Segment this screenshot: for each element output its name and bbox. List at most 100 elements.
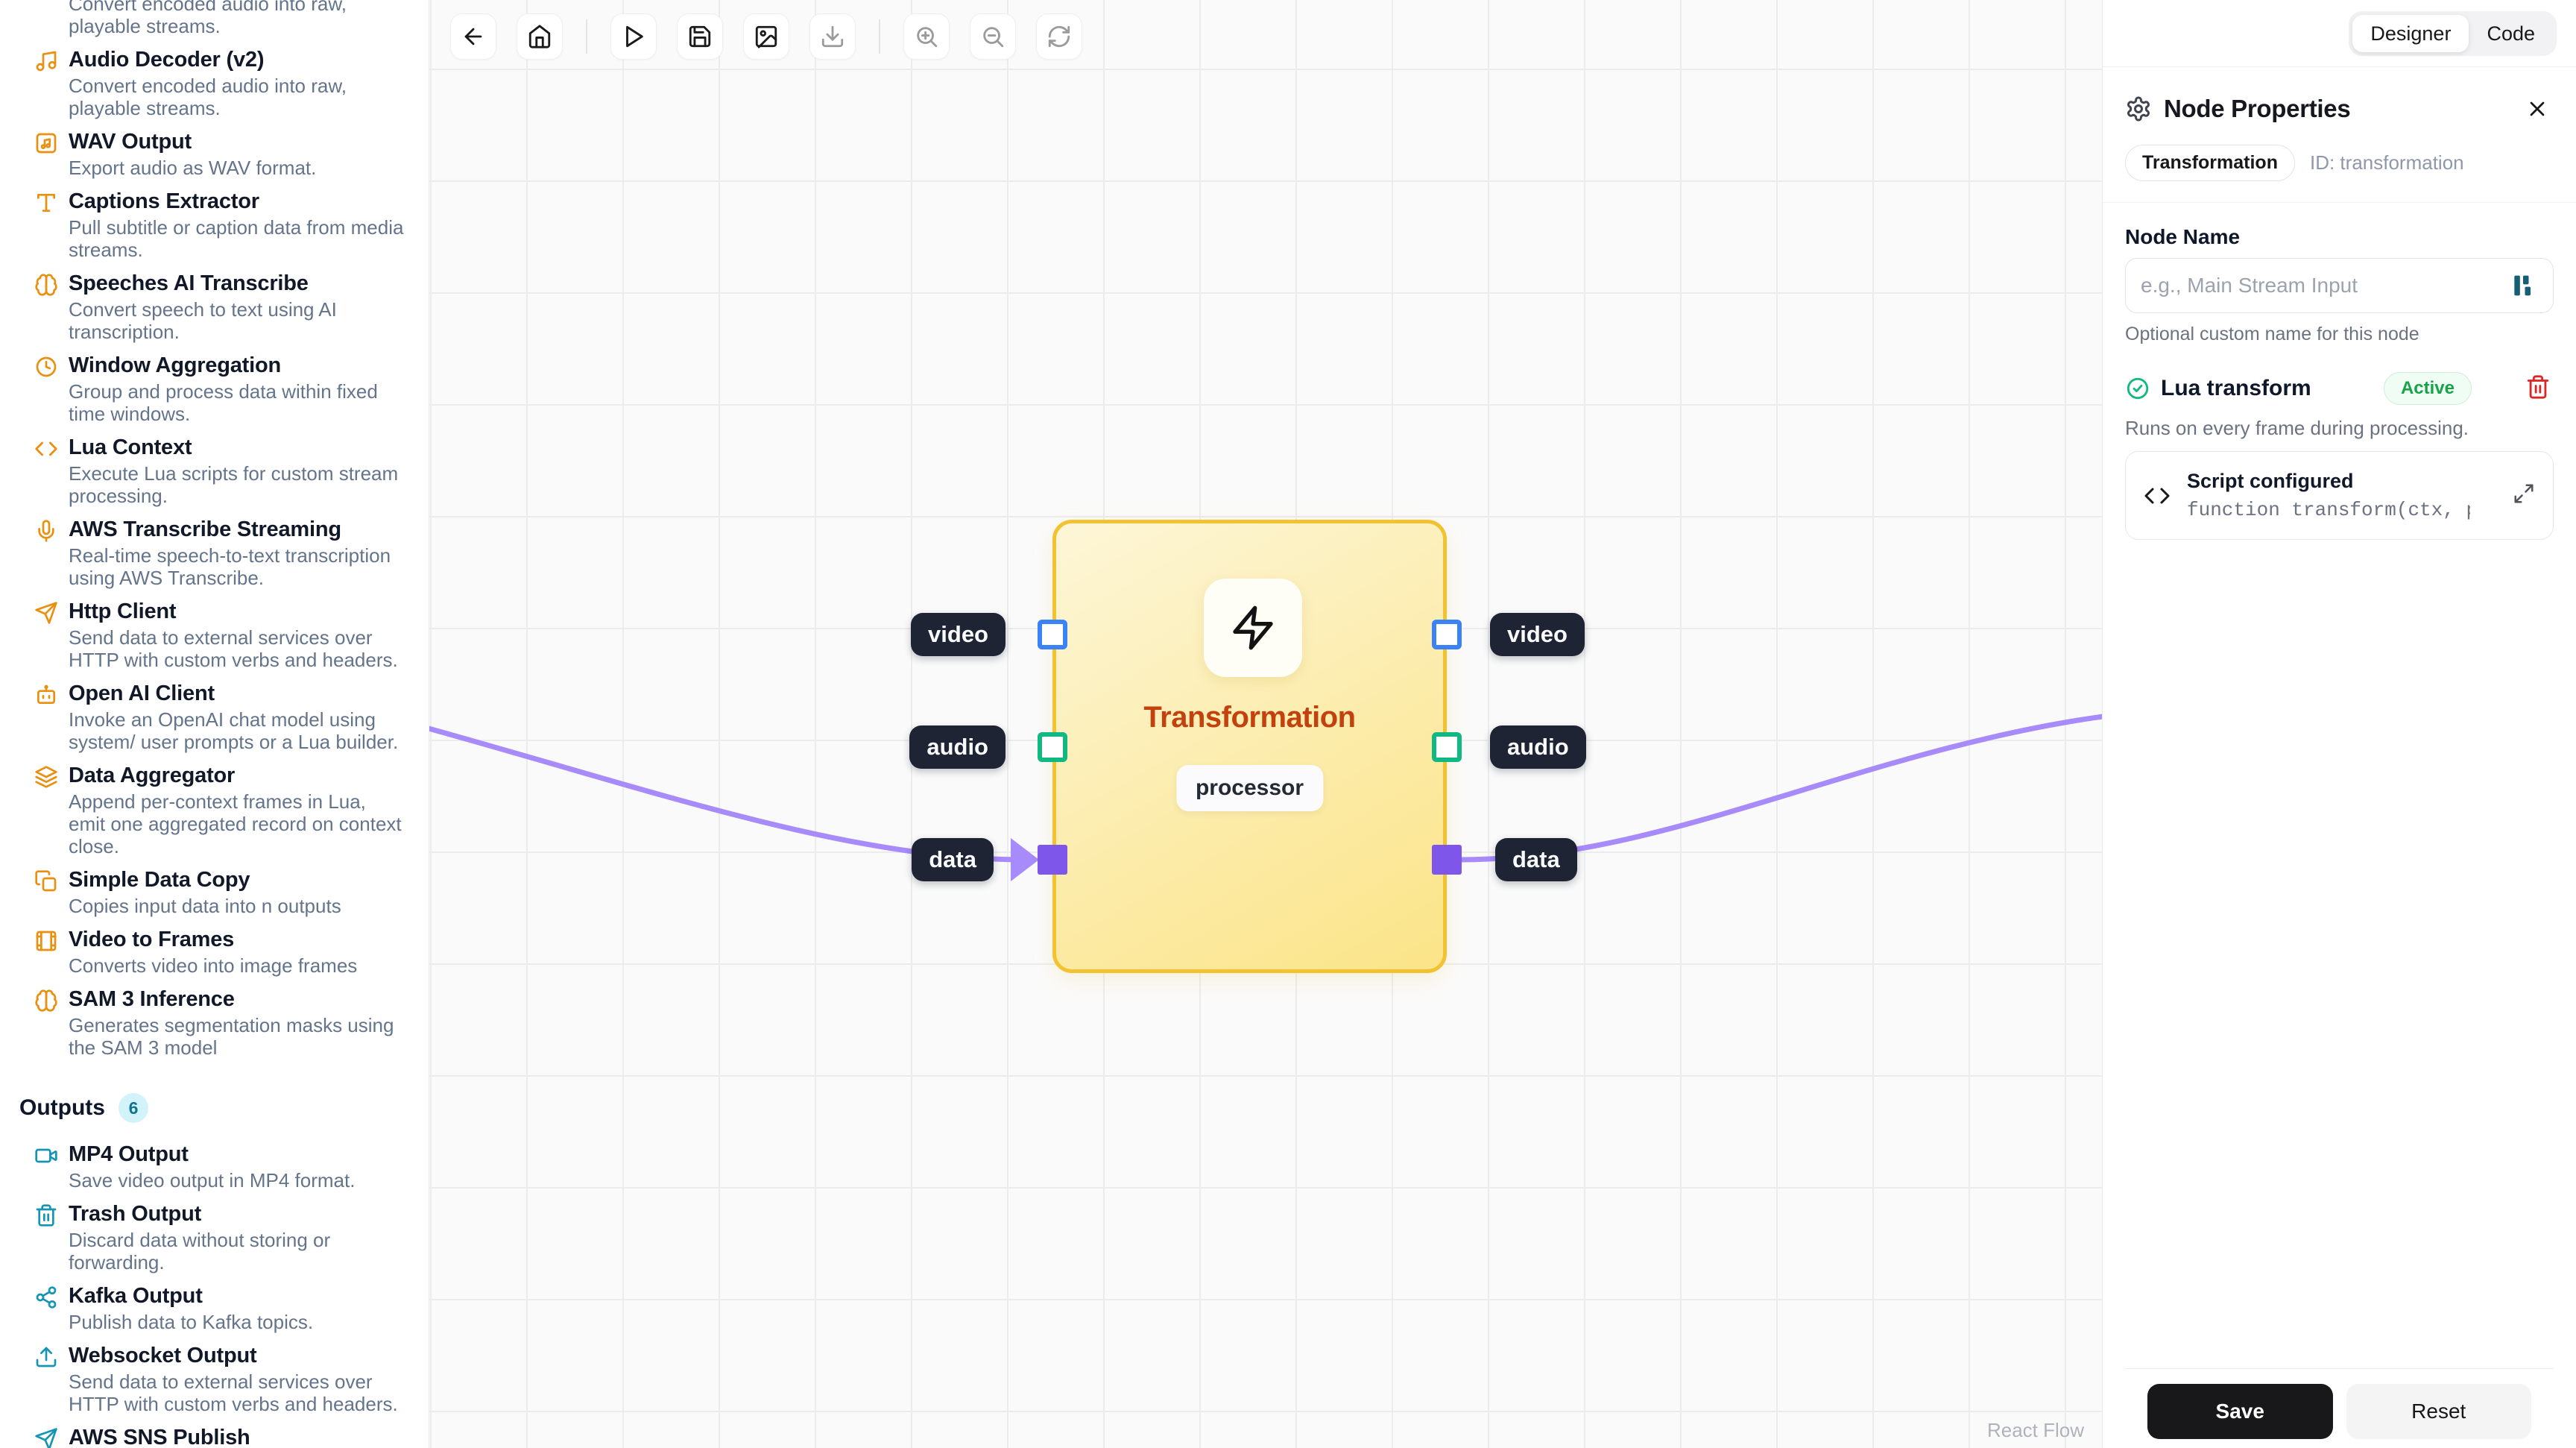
video-icon (34, 1144, 60, 1169)
maximize-icon (2513, 482, 2535, 505)
node-properties-panel: Designer Code Node Properties Transforma… (2102, 0, 2576, 1448)
zoom-out-icon (980, 24, 1006, 49)
port-label-data-out: data (1495, 838, 1577, 881)
script-configured-card[interactable]: Script configured function transform(ctx… (2125, 451, 2554, 540)
transform-description: Runs on every frame during processing. (2125, 417, 2469, 439)
port-audio-out[interactable] (1432, 732, 1462, 762)
panel-body: Node Properties Transformation ID: trans… (2103, 67, 2576, 1448)
flow-canvas[interactable]: Transformation processor video audio dat… (429, 0, 2102, 1448)
node-name-label: Node Name (2125, 225, 2241, 248)
node-library-sidebar: Convert encoded audio into raw, playable… (0, 0, 429, 1448)
port-data-in[interactable] (1038, 845, 1067, 875)
code-icon (2144, 482, 2171, 509)
refresh-icon (1046, 24, 1072, 49)
music-icon (34, 49, 60, 75)
port-label-video-out: video (1490, 613, 1585, 656)
reset-button[interactable]: Reset (2346, 1384, 2531, 1439)
tab-code[interactable]: Code (2487, 22, 2535, 45)
download-button[interactable] (809, 13, 856, 60)
snapshot-button[interactable] (743, 13, 789, 60)
lua-transform-title: Lua transform (2161, 376, 2311, 400)
panel-topbar: Designer Code (2103, 0, 2576, 67)
image-icon (754, 24, 779, 49)
mode-toggle: Designer Code (2349, 10, 2557, 56)
panel-divider (2103, 202, 2576, 203)
trash-icon (2525, 374, 2551, 400)
port-data-out[interactable] (1432, 845, 1462, 875)
download-icon (820, 24, 845, 49)
zap-icon (1229, 604, 1277, 652)
canvas-toolbar (450, 13, 1082, 60)
zoom-out-button[interactable] (970, 13, 1016, 60)
type-icon (34, 191, 60, 216)
home-button[interactable] (517, 13, 563, 60)
code-icon (34, 437, 60, 462)
close-panel-button[interactable] (2521, 92, 2554, 125)
circle-check-icon (2125, 376, 2150, 401)
panel-header: Node Properties (2125, 92, 2554, 125)
node-id-text: ID: transformation (2309, 151, 2464, 174)
film-icon (34, 929, 60, 954)
sidebar-item-aws-sns-publish[interactable]: AWS SNS PublishPublishes the data to SNS (0, 1424, 429, 1448)
port-label-video-in: video (911, 613, 1006, 656)
arrow-left-icon (461, 24, 486, 49)
send-icon (34, 601, 60, 626)
node-name-field-wrap (2125, 258, 2554, 313)
expand-script-button[interactable] (2513, 482, 2535, 509)
transformation-node[interactable]: Transformation processor (1052, 520, 1447, 973)
partial-item-description: Convert encoded audio into raw, playable… (69, 0, 347, 37)
save-flow-button[interactable] (677, 13, 723, 60)
panel-title: Node Properties (2164, 95, 2351, 122)
edge-arrowhead-icon (1011, 838, 1039, 881)
node-icon-container (1204, 579, 1302, 677)
script-preview: function transform(ctx, paylo… (2187, 499, 2470, 521)
refresh-button[interactable] (1036, 13, 1082, 60)
script-title: Script configured (2187, 470, 2354, 492)
port-video-out[interactable] (1432, 620, 1462, 649)
send-icon (34, 1427, 60, 1448)
bot-icon (34, 683, 60, 708)
lua-transform-row: Lua transform Active (2125, 372, 2554, 405)
react-flow-attribution: React Flow (1986, 1419, 2084, 1441)
panel-footer: Save Reset (2125, 1368, 2554, 1448)
sidebar-item-audio-decoder-v2[interactable]: Audio Decoder (v2)Convert encoded audio … (0, 46, 429, 128)
outputs-count-badge: 6 (118, 1093, 148, 1123)
node-title: Transformation (1143, 701, 1356, 734)
zoom-in-button[interactable] (903, 13, 950, 60)
back-button[interactable] (450, 13, 496, 60)
port-audio-in[interactable] (1038, 732, 1067, 762)
port-label-audio-in: audio (909, 725, 1006, 769)
port-video-in[interactable] (1038, 620, 1067, 649)
share-icon (34, 1285, 60, 1311)
upload-icon (34, 1345, 60, 1370)
home-icon (527, 24, 552, 49)
node-type-badge: Transformation (2125, 145, 2295, 181)
copy-icon (34, 869, 60, 895)
gear-icon (2125, 95, 2152, 122)
delete-transform-button[interactable] (2525, 374, 2554, 403)
node-name-input[interactable] (2141, 274, 2508, 298)
tab-designer[interactable]: Designer (2352, 14, 2469, 52)
trash-icon (34, 1203, 60, 1229)
save-button[interactable]: Save (2147, 1384, 2333, 1439)
node-name-helper: Optional custom name for this node (2125, 324, 2419, 344)
port-label-audio-out: audio (1490, 725, 1586, 769)
run-button[interactable] (610, 13, 657, 60)
